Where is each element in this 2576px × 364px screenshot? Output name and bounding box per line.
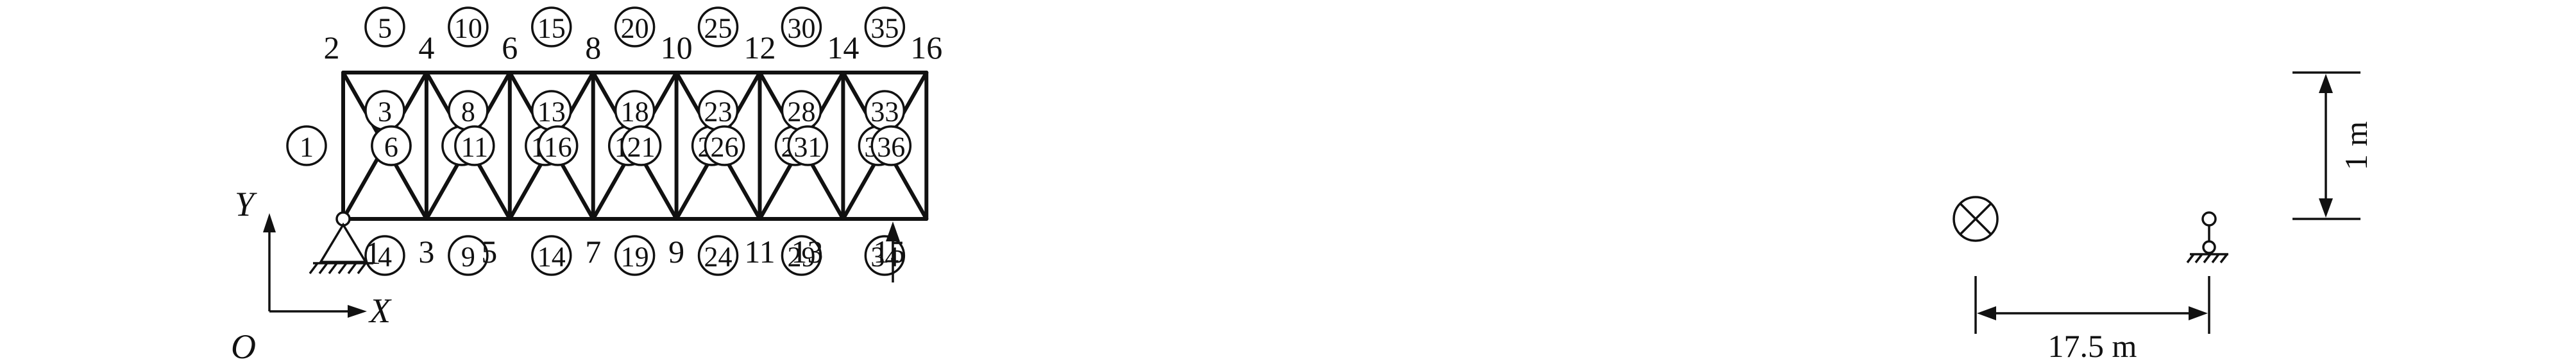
member-label: 15 — [531, 6, 572, 48]
truss-bars — [341, 71, 929, 221]
node-label: 6 — [502, 30, 518, 65]
svg-text:28: 28 — [787, 96, 815, 128]
member-label: 4 — [364, 235, 405, 276]
svg-text:4: 4 — [378, 241, 392, 273]
panel-dimension: 17.5 m — [1974, 276, 2210, 364]
svg-text:10: 10 — [454, 13, 482, 44]
member-label: 19 — [614, 235, 656, 276]
svg-text:16: 16 — [544, 132, 572, 163]
member-label: 29 — [781, 235, 822, 276]
member-label: 5 — [364, 6, 405, 48]
svg-text:9: 9 — [461, 241, 475, 273]
force-arrow-node-5 — [886, 221, 900, 282]
member-label: 25 — [697, 6, 739, 48]
node-label: 3 — [418, 234, 434, 270]
svg-text:18: 18 — [621, 96, 649, 128]
member-label: 10 — [448, 6, 489, 48]
height-dimension-label: 1 m — [2338, 121, 2374, 171]
svg-text:31: 31 — [793, 132, 822, 163]
svg-text:14: 14 — [538, 241, 566, 273]
svg-text:25: 25 — [704, 13, 733, 44]
coordinate-axes: Y X O — [231, 185, 392, 364]
svg-text:15: 15 — [538, 13, 566, 44]
svg-text:36: 36 — [877, 132, 905, 163]
node-label: 9 — [668, 234, 684, 270]
svg-text:13: 13 — [538, 96, 566, 128]
member-label: 34 — [864, 235, 906, 276]
member-label: 31 — [787, 125, 829, 166]
svg-text:11: 11 — [461, 132, 488, 163]
member-label: 14 — [531, 235, 572, 276]
node-label: 11 — [744, 234, 775, 270]
node-label: 5 — [481, 234, 497, 270]
member-label: 35 — [864, 6, 906, 48]
svg-text:5: 5 — [378, 13, 392, 44]
svg-text:33: 33 — [870, 96, 899, 128]
svg-text:8: 8 — [461, 96, 475, 128]
member-label: 16 — [537, 125, 579, 166]
node-label: 8 — [585, 30, 601, 65]
svg-text:30: 30 — [787, 13, 815, 44]
svg-text:20: 20 — [621, 13, 649, 44]
svg-text:21: 21 — [627, 132, 656, 163]
member-label: 23 — [697, 90, 739, 131]
node-label: 2 — [324, 30, 340, 65]
pin-support-node-1 — [309, 211, 373, 275]
member-label: 33 — [864, 90, 906, 131]
node-label: 12 — [744, 30, 776, 65]
member-label: 21 — [620, 125, 662, 166]
svg-text:26: 26 — [711, 132, 739, 163]
svg-text:19: 19 — [621, 241, 649, 273]
svg-text:34: 34 — [870, 241, 899, 273]
node-label: 14 — [827, 30, 859, 65]
node-label: 10 — [661, 30, 693, 65]
member-label: 3 — [364, 90, 405, 131]
member-label: 11 — [454, 125, 495, 166]
svg-text:23: 23 — [704, 96, 733, 128]
node-label: 4 — [418, 30, 434, 65]
svg-text:35: 35 — [870, 13, 899, 44]
x-axis-label: X — [368, 291, 392, 330]
member-labels: 1234567891011121314151617181920212223242… — [286, 6, 912, 276]
member-label: 28 — [781, 90, 822, 131]
node-label: 7 — [585, 234, 601, 270]
member-label: 1 — [286, 125, 327, 166]
origin-label: O — [231, 327, 256, 364]
member-label: 20 — [614, 6, 656, 48]
member-label: 36 — [870, 125, 912, 166]
roller-support-node-15 — [2186, 211, 2228, 264]
height-dimension: 1 m — [2292, 71, 2374, 220]
svg-text:24: 24 — [704, 241, 733, 273]
node-label: 13 — [791, 234, 823, 270]
member-label: 24 — [697, 235, 739, 276]
member-label: 13 — [531, 90, 572, 131]
svg-text:6: 6 — [384, 132, 398, 163]
svg-text:3: 3 — [378, 96, 392, 128]
member-label: 30 — [781, 6, 822, 48]
member-label: 6 — [371, 125, 412, 166]
removed-support-marker-node-13 — [1953, 196, 1999, 242]
y-axis-label: Y — [235, 185, 257, 223]
member-label: 9 — [448, 235, 489, 276]
svg-text:29: 29 — [787, 241, 815, 273]
member-label: 18 — [614, 90, 656, 131]
node-label: 16 — [910, 30, 942, 65]
member-label: 26 — [704, 125, 745, 166]
member-label: 8 — [448, 90, 489, 131]
svg-text:1: 1 — [300, 132, 314, 163]
panel-dimension-label: 17.5 m — [2048, 328, 2137, 364]
node-label: 1 — [365, 235, 381, 271]
